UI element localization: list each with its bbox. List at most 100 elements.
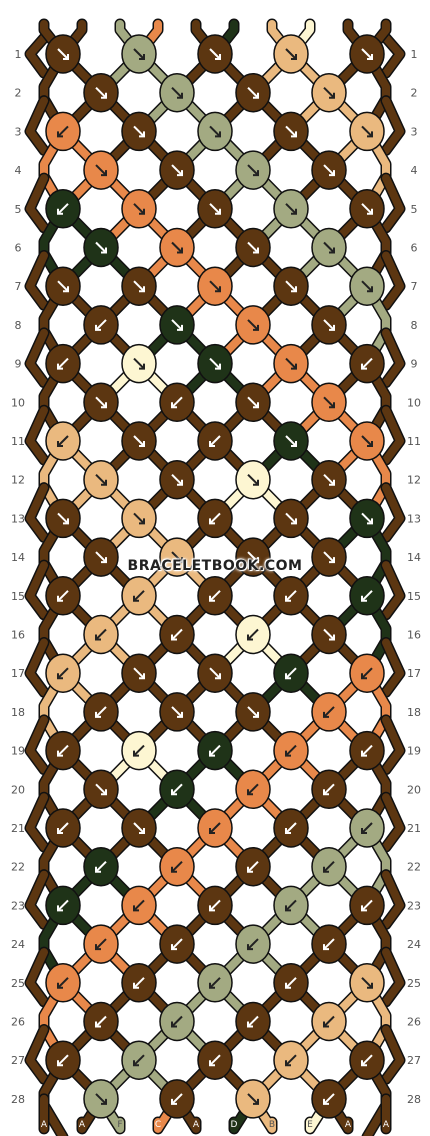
arrow-head-icon [291, 363, 297, 370]
arrow-sw-icon [57, 667, 69, 679]
row-number-right: 8 [411, 319, 418, 332]
arrow-head-icon [101, 92, 107, 99]
arrow-sw-icon [247, 628, 259, 641]
arrow-se-icon [361, 512, 373, 525]
arrow-sw-icon [323, 783, 335, 796]
arrow-sw-icon [323, 1093, 335, 1105]
arrow-sw-icon [285, 667, 297, 679]
row-number-left: 5 [15, 203, 22, 216]
arrow-sw-icon [57, 203, 69, 215]
outer-thread-right [382, 793, 404, 851]
arrow-se-icon [95, 396, 107, 409]
arrow-head-icon [177, 92, 183, 99]
arrow-sw-icon [323, 1015, 335, 1028]
string-label-top: D [231, 8, 238, 18]
row-number-left: 10 [11, 396, 25, 409]
row-number-right: 16 [407, 629, 421, 642]
row-number-right: 15 [407, 590, 421, 603]
arrow-head-icon [139, 131, 145, 138]
outer-thread-right [382, 948, 404, 1006]
arrow-se-icon [95, 164, 107, 176]
arrow-sw-icon [361, 1054, 373, 1066]
arrow-se-icon [247, 164, 259, 176]
string-label-bottom: A [193, 1120, 200, 1130]
row-number-right: 26 [407, 1016, 421, 1029]
string-label-top: E [307, 8, 313, 18]
arrow-se-icon [171, 241, 183, 254]
arrow-se-icon [247, 396, 259, 409]
arrow-se-icon [323, 628, 335, 641]
arrow-head-icon [291, 208, 297, 215]
outer-thread-left [26, 483, 48, 542]
arrow-se-icon [95, 86, 107, 99]
arrow-head-icon [209, 518, 215, 525]
arrow-se-icon [247, 551, 259, 563]
outer-thread-right [382, 483, 404, 542]
arrow-se-icon [285, 512, 297, 525]
arrow-se-icon [209, 667, 221, 679]
arrow-se-icon [323, 396, 335, 409]
arrow-se-icon [361, 48, 373, 60]
arrow-head-icon [139, 673, 145, 680]
arrow-se-icon [171, 319, 183, 331]
arrow-head-icon [101, 1098, 107, 1105]
arrow-se-icon [171, 706, 183, 718]
outer-thread-left [26, 793, 48, 851]
arrow-head-icon [323, 1021, 329, 1028]
outer-thread-right [382, 406, 404, 464]
arrow-head-icon [95, 634, 101, 641]
arrow-head-icon [101, 170, 107, 177]
arrow-head-icon [209, 982, 215, 989]
arrow-sw-icon [285, 590, 297, 602]
arrow-sw-icon [285, 899, 297, 912]
arrow-se-icon [209, 203, 221, 215]
row-number-left: 21 [11, 822, 25, 835]
string-label-bottom: A [345, 1120, 352, 1130]
arrow-head-icon [209, 750, 215, 757]
arrow-se-icon [361, 280, 373, 292]
arrow-sw-icon [171, 1015, 183, 1028]
arrow-sw-icon [95, 319, 107, 331]
arrow-head-icon [57, 673, 63, 680]
row-number-right: 3 [411, 125, 418, 138]
arrow-head-icon [253, 247, 259, 254]
outer-thread-left [26, 870, 48, 929]
arrow-se-icon [133, 822, 145, 834]
arrow-head-icon [367, 131, 373, 138]
outer-thread-left [26, 328, 48, 387]
arrow-se-icon [323, 473, 335, 486]
string-label-top: A [383, 8, 390, 18]
row-number-left: 2 [15, 87, 22, 100]
arrow-head-icon [253, 170, 259, 177]
arrow-head-icon [63, 518, 69, 525]
arrow-head-icon [329, 324, 335, 331]
arrow-se-icon [133, 280, 145, 292]
arrow-se-icon [57, 280, 69, 292]
arrow-se-icon [285, 203, 297, 215]
arrow-se-icon [285, 125, 297, 138]
arrow-head-icon [215, 54, 221, 60]
outer-thread-left [26, 34, 48, 77]
arrow-head-icon [323, 1098, 329, 1105]
arrow-se-icon [171, 164, 183, 176]
row-number-left: 1 [15, 48, 22, 61]
string-label-top: C [155, 8, 161, 18]
arrow-sw-icon [361, 590, 373, 602]
arrow-head-icon [171, 402, 177, 409]
row-number-right: 4 [411, 164, 418, 177]
arrow-head-icon [139, 286, 145, 293]
arrow-se-icon [209, 280, 221, 292]
arrow-head-icon [285, 828, 291, 834]
arrow-head-icon [133, 750, 139, 757]
arrow-head-icon [95, 711, 101, 718]
arrow-head-icon [329, 479, 335, 486]
arrow-head-icon [329, 402, 335, 409]
row-number-right: 10 [407, 396, 421, 409]
row-number-right: 24 [407, 938, 421, 951]
arrow-head-icon [323, 789, 329, 796]
arrow-se-icon [361, 435, 373, 447]
arrow-se-icon [133, 667, 145, 679]
arrow-se-icon [95, 1093, 107, 1105]
arrow-head-icon [133, 905, 139, 912]
arrow-sw-icon [133, 899, 145, 912]
